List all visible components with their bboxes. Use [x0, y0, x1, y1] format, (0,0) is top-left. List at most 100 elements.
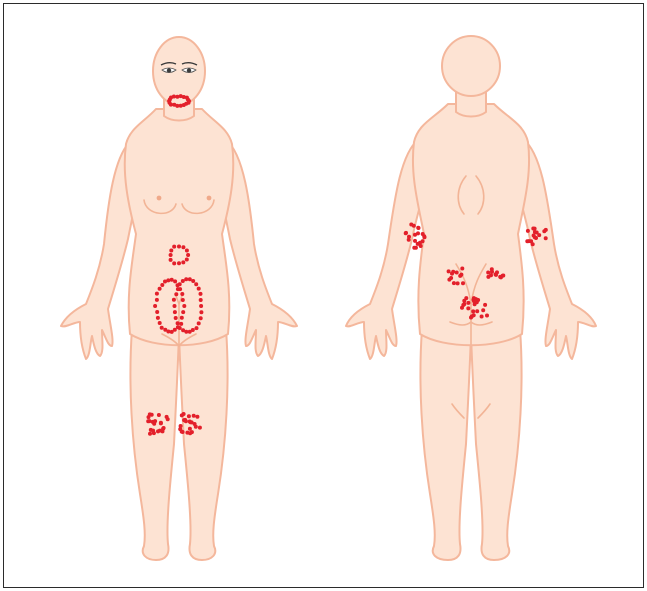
lesion-genital-groin — [181, 279, 185, 283]
lesion-left-elbow — [533, 227, 537, 231]
lesion-genital-groin — [158, 287, 162, 291]
lesion-left-knee — [182, 418, 186, 422]
lesion-lower-abdomen — [177, 261, 181, 265]
lesion-left-knee — [193, 422, 197, 426]
lesion-left-knee — [188, 431, 192, 435]
lesion-left-knee — [181, 430, 185, 434]
lesion-genital-groin — [173, 279, 177, 283]
lesion-lower-abdomen — [169, 258, 173, 262]
lesion-lower-abdomen — [172, 245, 176, 249]
lesion-genital-groin — [155, 310, 159, 314]
lesion-genital-groin — [163, 328, 167, 332]
lesion-genital-groin — [176, 287, 180, 291]
lesion-left-elbow — [533, 230, 537, 234]
lesion-perioral — [179, 104, 183, 108]
lesion-sacral — [466, 301, 470, 305]
lesion-sacral — [460, 306, 464, 310]
lesion-genital-groin — [181, 298, 185, 302]
lesion-right-elbow — [421, 239, 425, 243]
lesion-lower-back — [490, 270, 494, 274]
lesion-perioral — [172, 95, 176, 99]
lesion-lower-back — [499, 275, 503, 279]
lesion-genital-groin — [174, 292, 178, 296]
lesion-genital-groin — [195, 326, 199, 330]
lesion-genital-groin — [160, 326, 164, 330]
lesion-genital-groin — [199, 304, 203, 308]
lesion-right-knee — [151, 429, 155, 433]
lesion-genital-groin — [199, 298, 203, 302]
lesion-genital-groin — [194, 282, 198, 286]
lesion-genital-groin — [153, 304, 157, 308]
lesion-perioral — [186, 98, 190, 102]
lesion-genital-groin — [166, 278, 170, 282]
lesion-left-knee — [180, 413, 184, 417]
lesion-genital-groin — [199, 316, 203, 320]
lesion-right-knee — [148, 412, 152, 416]
diagram-frame — [3, 3, 644, 588]
lesion-right-knee — [152, 422, 156, 426]
lesion-lower-back — [447, 278, 451, 282]
lesion-left-knee — [195, 415, 199, 419]
lesion-lower-abdomen — [186, 253, 190, 257]
lesion-genital-groin — [199, 292, 203, 296]
lesion-genital-groin — [178, 326, 182, 330]
lesion-genital-groin — [155, 292, 159, 296]
lesion-left-elbow — [544, 228, 548, 232]
lesion-genital-groin — [182, 304, 186, 308]
lesion-lower-back — [452, 281, 456, 285]
lesion-lower-abdomen — [185, 249, 189, 253]
lesion-lower-back — [447, 269, 451, 273]
lesion-lower-abdomen — [181, 260, 185, 264]
lesion-right-knee — [159, 421, 163, 425]
lesion-right-knee — [162, 426, 166, 430]
lesion-lower-abdomen — [169, 249, 173, 253]
lesion-genital-groin — [160, 283, 164, 287]
lesion-sacral — [480, 315, 484, 319]
lesion-sacral — [466, 306, 470, 310]
lesion-right-knee — [157, 413, 161, 417]
lesion-left-elbow — [527, 239, 531, 243]
lesion-lower-abdomen — [185, 258, 189, 262]
lesion-left-knee — [187, 414, 191, 418]
lesion-sacral — [464, 296, 468, 300]
lesion-lower-back — [495, 270, 499, 274]
lesion-genital-groin — [181, 328, 185, 332]
lesion-lower-abdomen — [177, 245, 181, 249]
lesion-right-knee — [148, 432, 152, 436]
front-body-figure — [61, 37, 297, 560]
lesion-sacral — [462, 302, 466, 306]
lesion-left-elbow — [544, 236, 548, 240]
lesion-left-elbow — [534, 236, 538, 240]
lesion-genital-groin — [199, 310, 203, 314]
lesion-genital-groin — [172, 298, 176, 302]
lesion-lower-back — [455, 271, 459, 275]
lesion-sacral — [472, 296, 476, 300]
lesion-right-elbow — [409, 223, 413, 227]
lesion-lower-back — [450, 272, 454, 276]
lesion-genital-groin — [178, 282, 182, 286]
lesion-right-elbow — [417, 226, 421, 230]
lesion-genital-groin — [179, 322, 183, 326]
lesion-sacral — [481, 308, 485, 312]
lesion-lower-back — [486, 271, 490, 275]
lesion-right-knee — [165, 415, 169, 419]
lesion-right-knee — [147, 419, 151, 423]
lesion-genital-groin — [191, 279, 195, 283]
lesion-left-knee — [198, 426, 202, 430]
body-diagram — [4, 4, 645, 589]
lesion-genital-groin — [197, 287, 201, 291]
lesion-genital-groin — [184, 277, 188, 281]
lesion-genital-groin — [180, 316, 184, 320]
lesion-sacral — [476, 298, 480, 302]
lesion-right-elbow — [412, 246, 416, 250]
lesion-sacral — [469, 316, 473, 320]
lesion-genital-groin — [155, 298, 159, 302]
lesion-genital-groin — [176, 321, 180, 325]
lesion-lower-back — [459, 273, 463, 277]
lesion-sacral — [483, 303, 487, 307]
lesion-lower-abdomen — [181, 245, 185, 249]
lesion-right-elbow — [422, 234, 426, 238]
lesion-left-knee — [179, 424, 183, 428]
lesion-genital-groin — [188, 277, 192, 281]
lesion-genital-groin — [197, 321, 201, 325]
